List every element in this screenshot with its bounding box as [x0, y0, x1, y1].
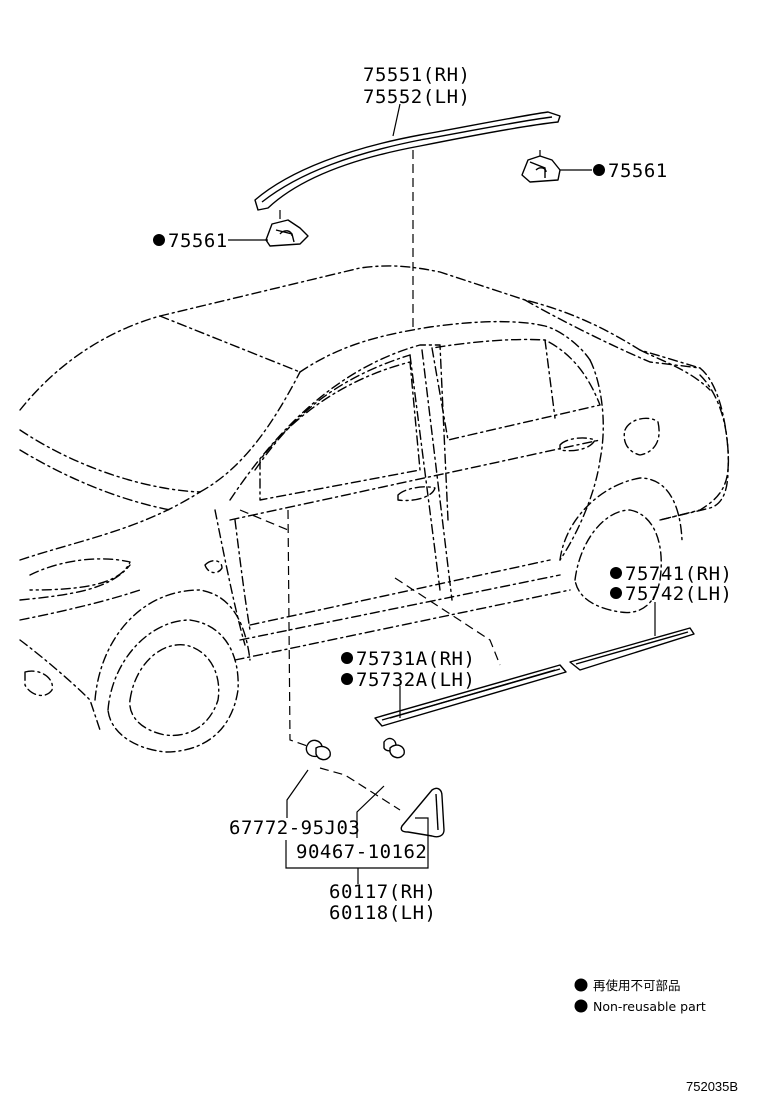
label-75742: 75742(LH) [625, 583, 732, 605]
non-reusable-dot [610, 587, 622, 599]
part-labels: 75551(RH) 75552(LH) 75561 75561 75741(RH… [153, 64, 732, 924]
label-90467-10162: 90467-10162 [296, 841, 427, 863]
label-75731a: 75731A(RH) [356, 648, 475, 670]
clip-90467 [383, 737, 405, 759]
label-75552: 75552(LH) [363, 86, 470, 108]
label-60117: 60117(RH) [329, 881, 436, 903]
non-reusable-dot [610, 567, 622, 579]
clip-top-left [265, 219, 309, 247]
legend-dot-en [574, 999, 588, 1013]
car-body-outline [19, 265, 730, 753]
leader-lines [228, 103, 656, 884]
non-reusable-dot [341, 652, 353, 664]
non-reusable-dot [341, 673, 353, 685]
clip-67772 [305, 739, 331, 761]
legend-dot-jp [574, 978, 588, 992]
non-reusable-dot [593, 164, 605, 176]
legend: 再使用不可部品 Non-reusable part [574, 978, 706, 1014]
label-75561-right: 75561 [608, 160, 668, 182]
clip-top-right [521, 155, 561, 183]
label-67772-95j03: 67772-95J03 [229, 817, 360, 839]
label-75732a: 75732A(LH) [356, 669, 475, 691]
garnish-triangle [400, 787, 445, 838]
rocker-molding-rear [569, 627, 695, 671]
roof-drip-molding [254, 111, 561, 211]
non-reusable-dot [153, 234, 165, 246]
label-60118: 60118(LH) [329, 902, 436, 924]
guide-lines [239, 150, 541, 811]
legend-text-jp: 再使用不可部品 [593, 978, 681, 993]
label-75561-left: 75561 [168, 230, 228, 252]
label-75551: 75551(RH) [363, 64, 470, 86]
legend-text-en: Non-reusable part [593, 999, 706, 1014]
rocker-molding-front [374, 664, 567, 727]
diagram-code: 752035B [686, 1079, 738, 1094]
label-75741: 75741(RH) [625, 563, 732, 585]
